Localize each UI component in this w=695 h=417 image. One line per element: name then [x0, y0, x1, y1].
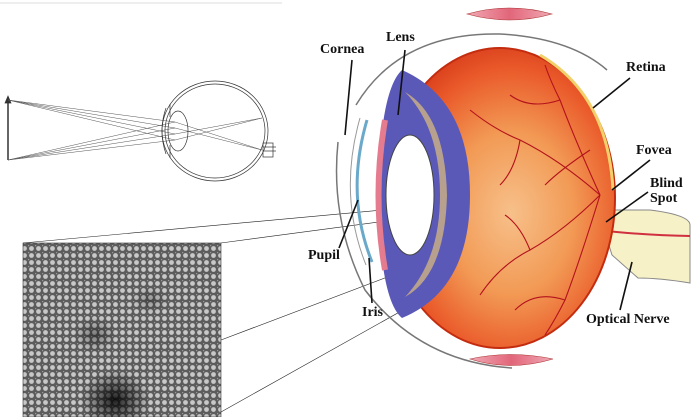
fovea-label: Fovea	[636, 143, 672, 158]
retina-label: Retina	[626, 60, 666, 75]
blind-spot-label-line2: Spot	[650, 191, 683, 206]
retina-micrograph	[23, 243, 221, 417]
blind-spot-label-line1: Blind	[650, 176, 683, 191]
lens	[386, 135, 434, 255]
cornea-label: Cornea	[320, 42, 364, 57]
cornea	[357, 120, 372, 262]
upper-eyelid	[467, 8, 552, 20]
lens-label: Lens	[386, 30, 415, 45]
optical-nerve-label: Optical Nerve	[586, 312, 670, 327]
optics-schematic	[5, 81, 276, 181]
iris-label: Iris	[362, 305, 383, 320]
pupil-label: Pupil	[308, 248, 340, 263]
blind-spot-label: Blind Spot	[650, 176, 683, 206]
